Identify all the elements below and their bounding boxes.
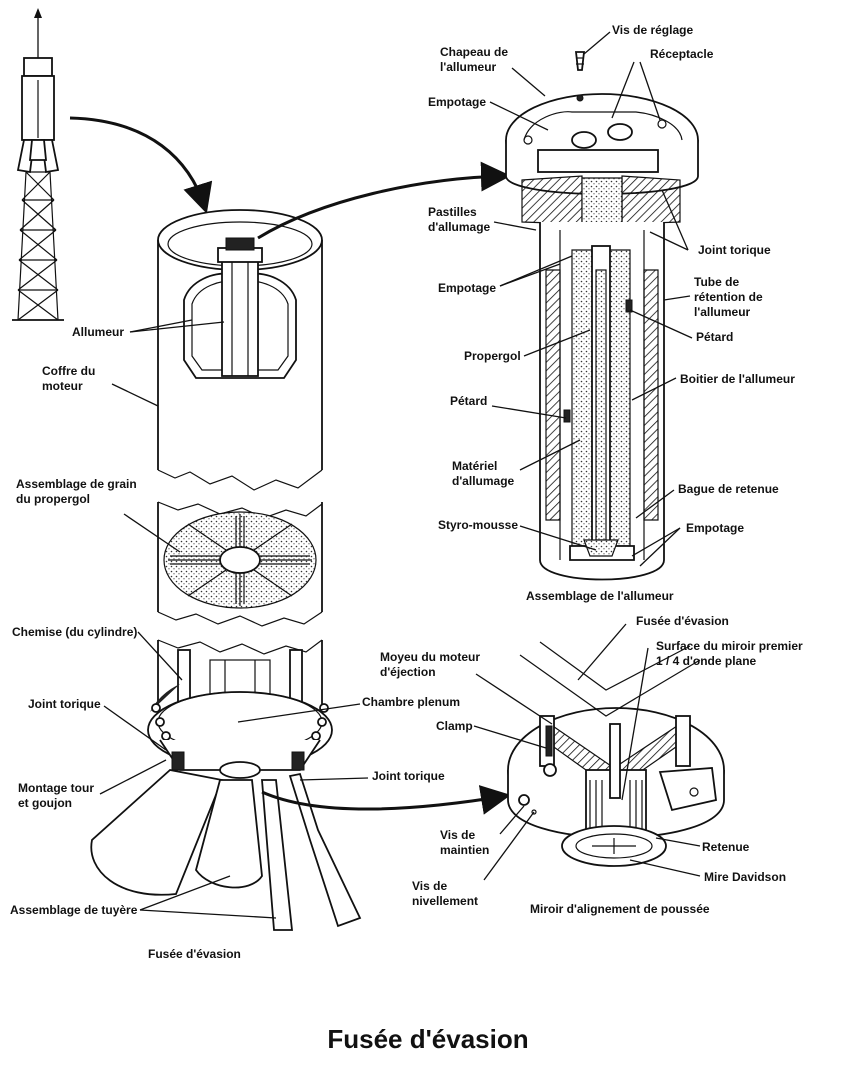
label-retenue: Retenue (702, 840, 750, 854)
label-mire: Mire Davidson (704, 870, 786, 884)
label-surface-1: Surface du miroir premier (656, 639, 803, 653)
igniter (183, 237, 297, 379)
labels: Vis de réglage Chapeau de l'allumeur Réc… (10, 23, 803, 1054)
label-montage-2: et goujon (18, 796, 72, 810)
motor-case (90, 209, 362, 931)
tower-to-motor-arrow (69, 116, 213, 214)
label-chapeau-1: Chapeau de (440, 45, 508, 59)
label-vis-nivellement-1: Vis de (412, 879, 447, 893)
page-title: Fusée d'évasion (327, 1024, 528, 1054)
label-fusee-evasion-right: Fusée d'évasion (636, 614, 729, 628)
nozzle-to-mirror-arrow (261, 785, 511, 815)
label-petard-left: Pétard (450, 394, 487, 408)
motor-flange (147, 684, 333, 779)
label-miroir: Miroir d'alignement de poussée (530, 902, 710, 916)
label-receptacle: Réceptacle (650, 47, 714, 61)
label-boitier: Boitier de l'allumeur (680, 372, 795, 386)
propellant-grain (163, 511, 317, 609)
label-moyeu-2: d'éjection (380, 665, 436, 679)
label-chambre: Chambre plenum (362, 695, 460, 709)
label-vis-maintien-1: Vis de (440, 828, 475, 842)
label-tube-1: Tube de (694, 275, 739, 289)
label-chapeau-2: l'allumeur (440, 60, 497, 74)
label-coffre-1: Coffre du (42, 364, 95, 378)
label-allumeur: Allumeur (72, 325, 124, 339)
nozzle-assembly (90, 769, 362, 931)
label-joint-torique-left: Joint torique (28, 697, 101, 711)
label-coffre-2: moteur (42, 379, 83, 393)
label-petard-right: Pétard (696, 330, 733, 344)
label-empotage-mid: Empotage (438, 281, 496, 295)
igniter-assembly-detail (505, 51, 699, 581)
label-tube-3: l'allumeur (694, 305, 751, 319)
label-grain-1: Assemblage de grain (16, 477, 137, 491)
mirror-assembly-detail (507, 641, 725, 867)
label-tube-2: rétention de (694, 290, 763, 304)
label-materiel-1: Matériel (452, 459, 497, 473)
label-montage-1: Montage tour (18, 781, 94, 795)
label-vis-nivellement-2: nivellement (412, 894, 478, 908)
label-empotage-top: Empotage (428, 95, 486, 109)
label-vis-maintien-2: maintien (440, 843, 489, 857)
label-clamp: Clamp (436, 719, 473, 733)
label-fusee-evasion-caption: Fusée d'évasion (148, 947, 241, 961)
label-pastilles-1: Pastilles (428, 205, 477, 219)
label-grain-2: du propergol (16, 492, 90, 506)
label-joint-torique-low: Joint torique (372, 769, 445, 783)
label-materiel-2: d'allumage (452, 474, 515, 488)
label-moyeu-1: Moyeu du moteur (380, 650, 480, 664)
label-bague: Bague de retenue (678, 482, 779, 496)
label-vis-reglage: Vis de réglage (612, 23, 693, 37)
label-styro: Styro-mousse (438, 518, 518, 532)
label-assemblage-allumeur: Assemblage de l'allumeur (526, 589, 674, 603)
label-pastilles-2: d'allumage (428, 220, 491, 234)
label-joint-torique-top: Joint torique (698, 243, 771, 257)
leader-lines (99, 31, 701, 919)
motor-to-igniter-arrow (257, 161, 511, 240)
label-surface-2: 1 / 4 d'onde plane (656, 654, 757, 668)
launch-tower-illustration (12, 8, 64, 321)
label-assemblage-tuyere: Assemblage de tuyère (10, 903, 138, 917)
label-empotage-bottom: Empotage (686, 521, 744, 535)
label-chemise: Chemise (du cylindre) (12, 625, 137, 639)
label-propergol: Propergol (464, 349, 521, 363)
